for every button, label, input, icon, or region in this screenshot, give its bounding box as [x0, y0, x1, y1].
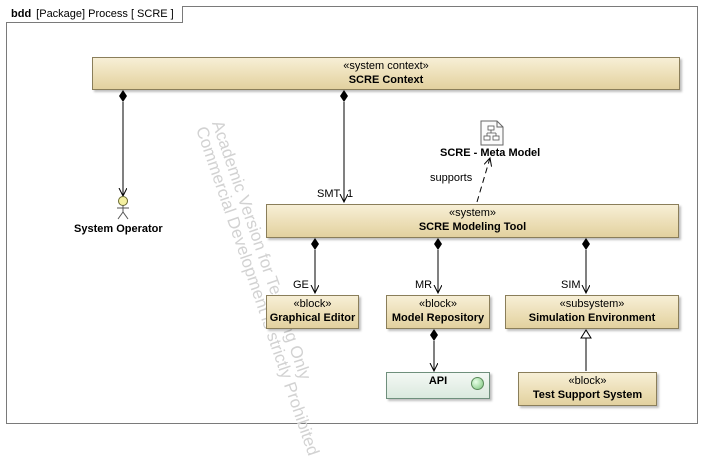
metamodel-icon[interactable] — [480, 120, 504, 146]
composition-context-tool[interactable] — [340, 90, 348, 202]
block-name: Graphical Editor — [269, 312, 356, 324]
diagram-canvas: bdd[Package] Process [ SCRE ] Academic V… — [6, 6, 698, 429]
stereotype-label: «block» — [293, 298, 332, 310]
block-scre-context[interactable]: «system context» SCRE Context — [92, 57, 680, 90]
role-mr: MR — [415, 279, 433, 291]
diagram-title: [Package] Process [ SCRE ] — [36, 8, 174, 20]
block-simulation-environment[interactable]: «subsystem» Simulation Environment — [505, 295, 679, 329]
stereotype-label: «block» — [419, 298, 457, 310]
composition-context-operator[interactable] — [119, 90, 127, 196]
diagram-kind: bdd — [11, 8, 32, 20]
composition-tool-editor[interactable] — [311, 238, 319, 293]
interface-name: API — [428, 375, 448, 387]
stereotype-label: «system» — [448, 207, 497, 219]
actor-name: System Operator — [74, 223, 163, 235]
composition-tool-repository[interactable] — [434, 238, 442, 293]
block-name: SCRE Modeling Tool — [418, 221, 527, 233]
composition-repository-api[interactable] — [430, 329, 438, 371]
generalization-testsupport-simulation[interactable] — [580, 329, 592, 371]
dependency-label-supports: supports — [430, 172, 473, 184]
role-smt-multiplicity: 1 — [347, 188, 354, 200]
interface-api[interactable]: API — [386, 372, 490, 399]
stereotype-label: «system context» — [343, 60, 429, 72]
role-smt: SMT — [317, 188, 341, 200]
role-sim: SIM — [561, 279, 581, 291]
dependency-supports[interactable] — [476, 158, 490, 203]
interface-icon — [471, 377, 484, 390]
actor-icon[interactable] — [117, 196, 129, 220]
stereotype-label: «subsystem» — [559, 298, 625, 310]
block-test-support-system[interactable]: «block» Test Support System — [518, 372, 657, 406]
connectors-layer — [117, 90, 592, 429]
composition-tool-simulation[interactable] — [582, 238, 590, 293]
stereotype-label: «block» — [568, 375, 607, 387]
block-name: Model Repository — [391, 312, 485, 324]
metamodel-name: SCRE - Meta Model — [440, 147, 541, 159]
block-scre-modeling-tool[interactable]: «system» SCRE Modeling Tool — [266, 204, 679, 238]
block-model-repository[interactable]: «block» Model Repository — [386, 295, 490, 329]
diagram-frame-header[interactable]: bdd [Package] Process [ SCRE ] — [6, 6, 183, 23]
role-ge: GE — [293, 279, 309, 291]
block-name: Test Support System — [532, 389, 643, 401]
block-graphical-editor[interactable]: «block» Graphical Editor — [266, 295, 359, 329]
block-name: Simulation Environment — [528, 312, 656, 324]
block-name: SCRE Context — [348, 74, 424, 86]
